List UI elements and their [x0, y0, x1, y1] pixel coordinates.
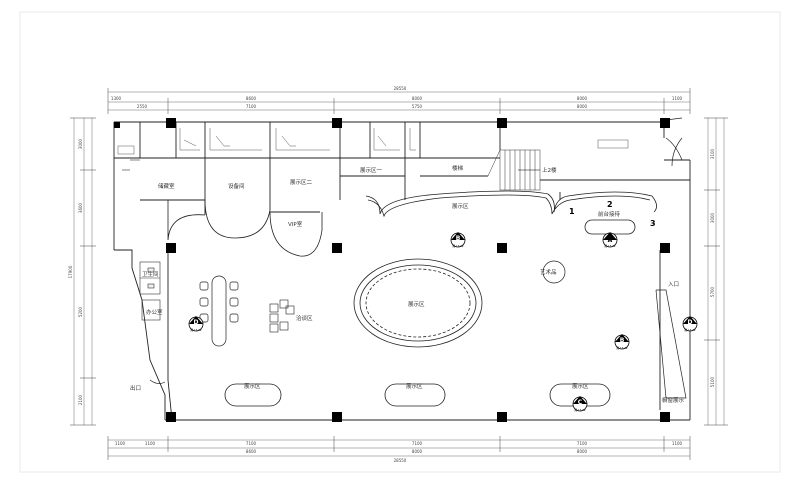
dimension-lines [73, 91, 725, 457]
section-marker-b-right: B 图-16,22 [614, 334, 630, 350]
room-label-display1: 展示区一 [360, 167, 383, 174]
dim-bottom-5: 7100 [577, 441, 588, 446]
arc-rooms [167, 199, 323, 257]
dim-bottom-2: 1100 [145, 441, 156, 446]
columns [114, 118, 670, 422]
room-label-bottom-left: 展示区 [244, 383, 261, 390]
dim-top-1: 1300 [111, 96, 122, 101]
section-b1-code: 图-16,22 [453, 244, 464, 248]
dim-top-6: 2550 [137, 104, 148, 109]
dim-bottom-8: 8000 [412, 449, 423, 454]
section-marker-a: A 图-16,22 [602, 232, 618, 248]
dim-top-9: 8000 [577, 104, 588, 109]
dim-left-3: 5200 [78, 306, 83, 317]
room-label-bottom-mid: 展示区 [406, 383, 423, 390]
art-circle [542, 260, 566, 284]
section-marker-b-top: B 图-16,22 [450, 232, 466, 248]
section-marker-d-left: D 图-16,22 [188, 316, 204, 332]
section-d2-letter: D [688, 319, 693, 326]
bottom-mid-display [384, 383, 446, 407]
dim-top-4: 8000 [577, 96, 588, 101]
negotiation-table [199, 275, 239, 347]
dim-right-2: 3000 [710, 212, 715, 223]
dim-top-3: 8000 [412, 96, 423, 101]
dim-bottom-1: 1100 [115, 441, 126, 446]
dim-bottom-3: 7100 [246, 441, 257, 446]
room-label-bottom-right: 展示区 [572, 383, 589, 390]
section-b2-letter: B [620, 337, 625, 344]
upstairs-label: 上2楼 [542, 166, 557, 174]
room-label-negotiation: 洽谈区 [296, 314, 313, 322]
section-a-letter: A [608, 237, 613, 244]
room-label-display: 展示区 [452, 203, 469, 210]
dim-right-1: 3100 [710, 148, 715, 159]
sofa-group [269, 299, 295, 333]
marker-1: 1 [569, 207, 575, 216]
room-label-reception: 前台接待 [598, 210, 621, 218]
dim-bottom-7: 8600 [246, 449, 257, 454]
dim-bottom-total: 28550 [394, 458, 407, 463]
room-label-office: 办公室 [146, 308, 163, 316]
room-label-equip: 设备间 [228, 182, 245, 190]
section-marker-d-right: D 图-16,22 [682, 316, 698, 332]
room-label-display2: 展示区二 [290, 179, 313, 186]
dim-right-3: 5700 [710, 286, 715, 297]
section-b2-code: 图-16,22 [617, 346, 628, 350]
room-label-restroom: 卫生间 [142, 270, 159, 278]
bottom-left-display [224, 383, 282, 407]
section-d2-code: 图-16,22 [685, 328, 696, 332]
dim-bottom-4: 7100 [412, 441, 423, 446]
stairs [487, 149, 541, 191]
wavy-display-wall [365, 190, 657, 218]
top-band-fixtures [117, 128, 629, 155]
section-d1-code: 图-16,22 [191, 328, 202, 332]
dim-top-2: 8600 [246, 96, 257, 101]
restroom-area [122, 159, 161, 321]
dim-left-1: 3000 [78, 138, 83, 149]
stair-label: 楼梯 [452, 164, 464, 172]
room-label-exit: 出口 [130, 384, 141, 392]
dim-top-total: 28550 [394, 86, 407, 91]
room-label-storage: 储藏室 [158, 182, 175, 190]
section-marker-c: C 图-16,22 [572, 396, 588, 412]
sheet-border [19, 11, 781, 473]
section-d1-letter: D [194, 319, 199, 326]
dim-right-4: 5100 [710, 376, 715, 387]
reception-desk [584, 219, 636, 235]
dim-bottom-6: 1100 [672, 441, 683, 446]
walls [113, 121, 691, 421]
marker-3: 3 [650, 219, 656, 228]
section-b1-letter: B [456, 235, 461, 242]
dim-left-4: 2100 [78, 394, 83, 405]
room-label-entrance: 入口 [668, 281, 679, 288]
dim-bottom-9: 8000 [577, 449, 588, 454]
dim-top-5: 1100 [672, 96, 683, 101]
room-label-vip: VIP室 [288, 220, 303, 228]
entrance-frame [149, 117, 687, 399]
dim-top-8: 5750 [412, 104, 423, 109]
section-c-code: 图-16,22 [575, 408, 586, 412]
section-a-code: 图-16,22 [605, 244, 616, 248]
dim-top-7: 7100 [246, 104, 257, 109]
room-label-art: 艺术品 [540, 268, 557, 276]
dim-left-2: 3600 [78, 202, 83, 213]
marker-2: 2 [607, 200, 613, 209]
room-label-window: 橱窗展示 [662, 396, 685, 404]
room-label-center: 展示区 [408, 301, 425, 308]
dim-left-total: 17900 [68, 265, 73, 278]
section-c-letter: C [578, 399, 583, 406]
dimension-ticks [70, 88, 728, 460]
central-oval [353, 258, 483, 348]
